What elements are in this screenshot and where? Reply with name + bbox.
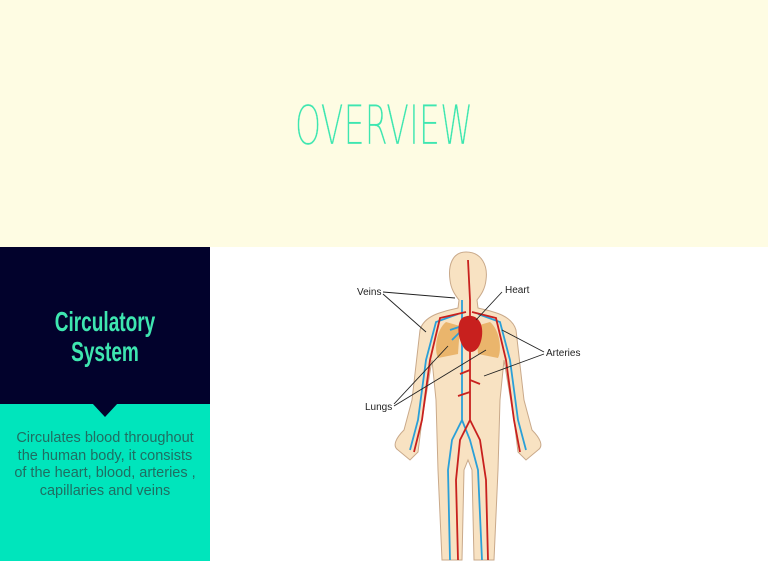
body-outline bbox=[394, 251, 542, 561]
pointer-triangle bbox=[92, 403, 118, 417]
label-veins: Veins bbox=[357, 287, 381, 298]
label-arteries: Arteries bbox=[546, 348, 580, 359]
title-banner bbox=[0, 0, 768, 247]
arteries-network bbox=[413, 259, 521, 561]
veins-network bbox=[409, 300, 527, 561]
pointer-arrows bbox=[382, 291, 545, 407]
heart bbox=[458, 315, 483, 352]
sidebar-description-box bbox=[0, 404, 210, 561]
sidebar-title: Circulatory System bbox=[54, 306, 156, 367]
label-lungs: Lungs bbox=[365, 402, 392, 413]
slide-title: OVERVIEW bbox=[294, 94, 474, 157]
label-heart: Heart bbox=[505, 285, 530, 296]
sidebar-header-box bbox=[0, 247, 210, 404]
sidebar-description: Circulates blood throughout the human bo… bbox=[14, 430, 196, 499]
